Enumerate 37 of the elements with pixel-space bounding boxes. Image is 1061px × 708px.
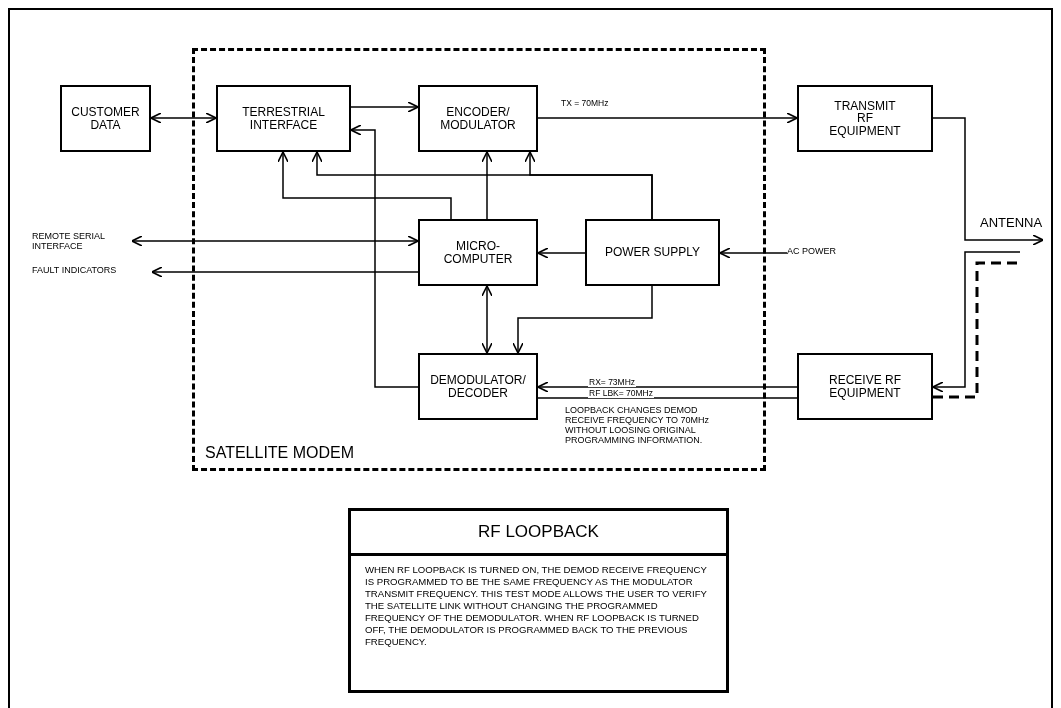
arrow [537, 381, 798, 393]
arrow [131, 235, 419, 247]
arrow [537, 112, 798, 124]
antenna-label: ANTENNA [980, 216, 1060, 240]
modem-boundary [192, 48, 766, 471]
arrow [481, 151, 493, 220]
arrow [481, 285, 493, 354]
panel-heading: RF LOOPBACK [351, 511, 726, 556]
arrow [151, 266, 419, 278]
arrow [150, 112, 217, 124]
arrow [537, 247, 586, 259]
arrow [512, 285, 653, 354]
panel-body-text: WHEN RF LOOPBACK IS TURNED ON, THE DEMOD RECEIVE FREQUENCY IS PROGRAMMED TO BE THE SAME FREQUENCY AS THE MODULATOR TRANSMIT FREQUENCY. THIS TEST MODE ALLOWS THE USER TO VERIFY THE SATELLITE LINK WITHOUT CHANGING THE PROGRAMMED FREQUENCY OF THE DEMODULATOR. WHEN RF LOOPBACK IS TURNED OFF, THE DEMODULATOR IS PROGRAMMED BACK TO THE PREVIOUS FREQUENCY. [364, 563, 708, 648]
data-source-box: CUSTOMER DATA [60, 85, 151, 152]
computer-box: MICRO- COMPUTER [418, 219, 538, 286]
power-supply-box: POWER SUPPLY [585, 219, 720, 286]
note-text: LOOPBACK CHANGES DEMOD RECEIVE FREQUENCY TO 70MHz WITHOUT LOOSING ORIGINAL PROGRAMMING INFORMATION. [565, 405, 711, 446]
info-panel [348, 508, 729, 693]
power-input-label: AC POWER [787, 247, 857, 259]
arrow [524, 151, 653, 220]
connector-line [537, 397, 798, 399]
arrow [932, 117, 1044, 246]
encoder-box: ENCODER/ MODULATOR [418, 85, 538, 152]
receive-box: RECEIVE RF EQUIPMENT [797, 353, 933, 420]
interface-label: REMOTE SERIAL INTERFACE [32, 232, 132, 254]
arrow [277, 151, 452, 220]
transmit-box: TRANSMIT RF EQUIPMENT [797, 85, 933, 152]
demodulator-box: DEMODULATOR/ DECODER [418, 353, 538, 420]
edge-label: RX= 73MHz [588, 378, 637, 387]
arrow [350, 124, 419, 388]
arrow [350, 101, 419, 113]
modem-label: SATELLITE MODEM [205, 444, 355, 462]
edge-label: TX = 70MHz [560, 99, 610, 108]
interface-box: TERRESTRIAL INTERFACE [216, 85, 351, 152]
indicator-label: FAULT INDICATORS [32, 266, 152, 278]
arrow [719, 247, 788, 259]
edge-label: RF LBK= 70MHz [588, 389, 654, 398]
